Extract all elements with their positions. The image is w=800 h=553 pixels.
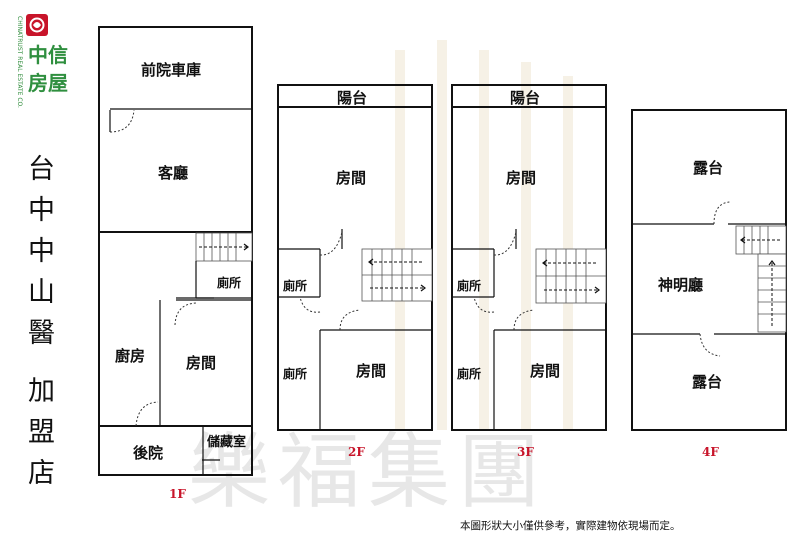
title-char: 山 — [28, 277, 55, 308]
room-label: 前院車庫 — [141, 61, 201, 79]
room-label: 儲藏室 — [206, 434, 246, 450]
brand-vertical-text: CHINATRUST REAL ESTATE CO. — [16, 16, 23, 108]
room-label: 廁所 — [217, 275, 241, 290]
brand-name-line1: 中信 — [28, 43, 68, 67]
side-title: 台 中 中 山 醫 加 盟 店 — [28, 154, 55, 489]
room-label: 露台 — [692, 373, 722, 391]
title-char: 加 — [28, 376, 55, 407]
room-label: 陽台 — [337, 89, 367, 107]
title-char: 店 — [28, 458, 55, 489]
room-label: 廁所 — [283, 366, 307, 381]
room-label: 陽台 — [510, 89, 540, 107]
brand-logo: 中信 房屋 CHINATRUST REAL ESTATE CO. — [16, 14, 68, 108]
floor-4-plan: 露台 神明廳 露台 4F — [631, 109, 787, 459]
room-label: 廁所 — [283, 278, 307, 293]
room-label: 房間 — [506, 169, 536, 187]
room-label: 房間 — [336, 169, 366, 187]
room-label: 廚房 — [115, 347, 145, 365]
floor-label-3f: 3F — [517, 445, 534, 459]
floor-label-4f: 4F — [702, 445, 719, 459]
room-label: 客廳 — [157, 164, 188, 182]
title-char: 台 — [28, 154, 55, 185]
room-label: 廁所 — [457, 278, 481, 293]
floor-label-1f: 1F — [169, 487, 186, 501]
floor-3-plan: 陽台 房間 廁所 廁所 房間 3F — [451, 84, 607, 459]
title-char: 盟 — [28, 417, 55, 448]
room-label: 露台 — [693, 159, 723, 177]
brand-name-line2: 房屋 — [28, 71, 68, 95]
room-label: 房間 — [356, 362, 386, 380]
room-label: 房間 — [186, 354, 216, 372]
floor-1-plan: 前院車庫 客廳 廁所 廚房 房間 後院 儲藏室 1F — [98, 26, 253, 501]
room-label: 神明廳 — [658, 276, 703, 294]
floor-label-2f: 2F — [348, 445, 365, 459]
title-char: 醫 — [28, 318, 55, 349]
title-char: 中 — [28, 236, 55, 267]
room-label: 房間 — [530, 362, 560, 380]
room-label: 廁所 — [457, 366, 481, 381]
watermark-text: 樂福集團 — [188, 425, 548, 520]
floor-2-plan: 陽台 房間 廁所 廁所 房間 2F — [277, 84, 433, 459]
disclaimer-note: 本圖形狀大小僅供參考，實際建物依現場而定。 — [460, 519, 681, 532]
title-char: 中 — [28, 195, 55, 226]
room-label: 後院 — [132, 444, 163, 462]
